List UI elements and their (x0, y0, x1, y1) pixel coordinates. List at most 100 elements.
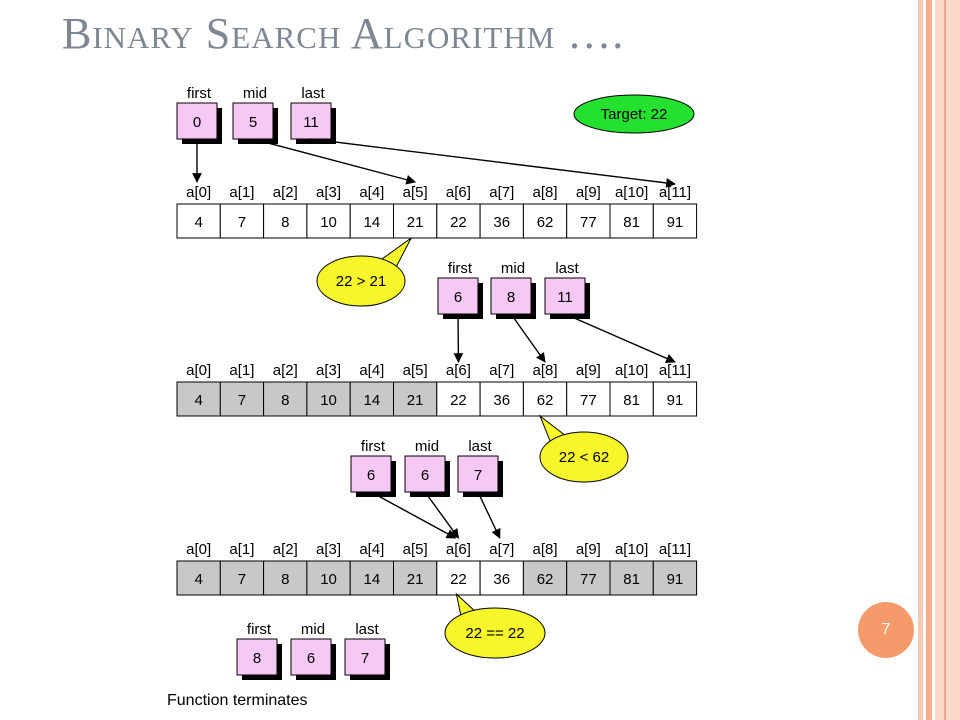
comparison-callout: 22 > 21 (316, 237, 412, 307)
pointer-box (544, 277, 586, 315)
index-label: a[7] (489, 184, 514, 201)
pointer-label: first (361, 438, 386, 455)
index-label: a[0] (186, 184, 211, 201)
array-value: 7 (238, 571, 246, 588)
array-value: 4 (194, 392, 202, 409)
target-badge (573, 94, 695, 134)
array-value: 77 (580, 392, 597, 409)
index-label: a[3] (316, 362, 341, 379)
pointer-box (350, 455, 392, 493)
array-value: 81 (623, 571, 640, 588)
comparison-callout: 22 < 62 (538, 414, 629, 483)
pointer-value: 11 (557, 289, 573, 306)
array-value: 21 (407, 571, 424, 588)
array-value: 22 (450, 214, 467, 231)
index-label: a[0] (186, 362, 211, 379)
array-value: 8 (281, 214, 289, 231)
array-value: 36 (493, 392, 510, 409)
index-label: a[7] (489, 362, 514, 379)
index-label: a[6] (446, 184, 471, 201)
pointer-box (437, 277, 479, 315)
array-value: 14 (364, 571, 381, 588)
array-cell (393, 203, 438, 239)
callout-seam (462, 612, 479, 629)
pointer-label: last (555, 260, 579, 277)
pointer-value: 8 (253, 650, 261, 667)
slide-edge-strip-1 (918, 0, 923, 720)
array-cell (479, 381, 524, 417)
pointer-label: last (355, 621, 379, 638)
array-cell-excluded (306, 560, 351, 596)
pointer-arrow (252, 138, 417, 185)
array-value: 36 (493, 214, 510, 231)
index-label: a[6] (446, 541, 471, 558)
array-cell-excluded (393, 381, 438, 417)
array-cell-excluded (652, 560, 698, 596)
array-value: 8 (281, 392, 289, 409)
index-label: a[9] (576, 362, 601, 379)
index-label: a[11] (659, 184, 691, 201)
array-cell-excluded (609, 560, 654, 596)
array-cell (479, 203, 524, 239)
array-value: 14 (364, 392, 381, 409)
pointer-box (344, 638, 386, 676)
index-label: a[2] (273, 184, 298, 201)
array-cell-excluded (176, 381, 221, 417)
pointer-value: 7 (361, 650, 369, 667)
array-cell-excluded (393, 560, 438, 596)
index-label: a[9] (576, 541, 601, 558)
pointer-label: mid (301, 621, 325, 638)
pointer-arrow (370, 491, 457, 539)
page-number-badge: 7 (858, 602, 914, 658)
array-value: 22 (450, 571, 467, 588)
index-label: a[1] (229, 362, 254, 379)
array-cell-excluded (522, 560, 568, 596)
index-label: a[5] (403, 184, 428, 201)
pointer-arrow (424, 491, 460, 539)
pointer-label: first (187, 85, 212, 102)
array-value: 81 (623, 392, 640, 409)
array-cell (609, 203, 654, 239)
pointer-label: first (448, 260, 473, 277)
pointer-box (404, 455, 446, 493)
pointer-box (236, 638, 278, 676)
array-cell-excluded (349, 560, 395, 596)
index-label: a[5] (403, 541, 428, 558)
pointer-box (290, 102, 332, 140)
index-label: a[8] (533, 541, 558, 558)
array-cell (479, 560, 524, 596)
index-label: a[8] (533, 362, 558, 379)
array-value: 91 (667, 392, 684, 409)
comparison-callout: 22 == 22 (444, 592, 546, 659)
index-label: a[1] (229, 541, 254, 558)
pointer-arrow (564, 313, 676, 363)
callout-seam (376, 261, 393, 279)
index-label: a[0] (186, 541, 211, 558)
index-label: a[1] (229, 184, 254, 201)
index-label: a[6] (446, 362, 471, 379)
pointer-box (176, 102, 218, 140)
pointer-value: 6 (307, 650, 315, 667)
array-value: 36 (493, 571, 510, 588)
array-cell (566, 381, 611, 417)
pointer-label: last (301, 85, 325, 102)
index-label: a[3] (316, 184, 341, 201)
array-value: 91 (667, 214, 684, 231)
array-cell (219, 203, 265, 239)
pointer-label: mid (501, 260, 525, 277)
pointer-arrow (310, 138, 676, 188)
array-value: 77 (580, 214, 597, 231)
pointer-value: 5 (249, 114, 257, 131)
index-label: a[10] (615, 184, 648, 201)
pointer-label: first (247, 621, 272, 638)
index-label: a[7] (489, 541, 514, 558)
callout-text: 22 < 62 (559, 449, 609, 466)
target-label: Target: 22 (601, 106, 668, 123)
pointer-value: 8 (507, 289, 515, 306)
pointer-value: 11 (303, 114, 319, 131)
array-cell-excluded (306, 381, 351, 417)
array-cell-excluded (566, 560, 611, 596)
pointer-box (290, 638, 332, 676)
array-value: 7 (238, 214, 246, 231)
